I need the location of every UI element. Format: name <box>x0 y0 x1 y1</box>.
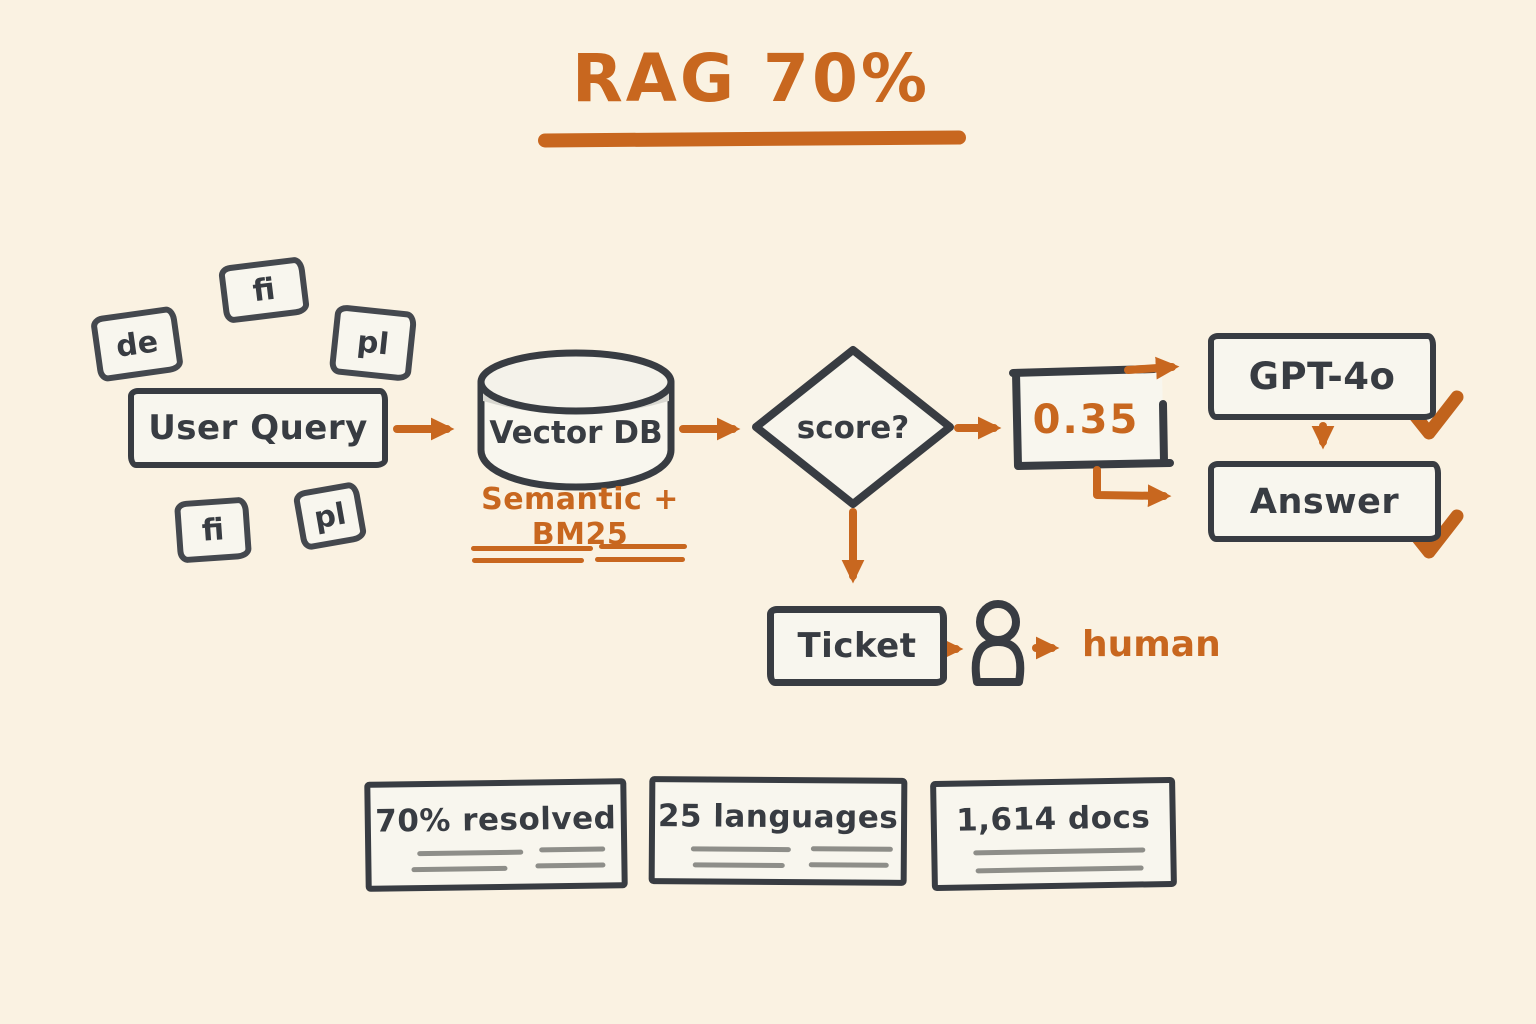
page-title: RAG 70% <box>571 40 931 117</box>
stat-placeholder-line <box>539 846 606 853</box>
stat-placeholder-line <box>417 849 524 857</box>
stat-placeholder-line <box>810 846 893 852</box>
language-tag-label: de <box>113 323 161 365</box>
stat-card-docs: 1,614 docs <box>930 776 1177 892</box>
stat-placeholder-line <box>535 862 606 869</box>
answer-label: Answer <box>1249 481 1400 522</box>
stat-placeholder-line <box>975 865 1144 874</box>
stat-placeholder-line <box>411 865 508 873</box>
stat-placeholder-line <box>808 862 889 868</box>
retrieval-underline <box>472 558 584 563</box>
language-tag-de: de <box>89 305 185 383</box>
arrow-threshold-to-model <box>1124 356 1180 380</box>
human-label: human <box>1082 624 1221 665</box>
person-icon <box>971 600 1025 686</box>
stat-label: 70% resolved <box>374 800 617 840</box>
stat-placeholder-line <box>690 846 791 853</box>
vector-db-label: Vector DB <box>489 415 663 451</box>
stat-placeholder-line <box>692 862 785 869</box>
retrieval-underline <box>471 546 593 551</box>
language-tag-pl-top: pl <box>328 303 418 383</box>
ticket-label: Ticket <box>797 626 917 666</box>
stat-placeholder-line <box>973 847 1146 856</box>
stat-card-languages: 25 languages <box>648 776 908 886</box>
stat-card-resolved: 70% resolved <box>364 778 628 892</box>
ticket-node: Ticket <box>767 606 947 686</box>
language-tag-fi-top: fi <box>217 255 311 325</box>
retrieval-method-label: Semantic + BM25 <box>481 482 679 552</box>
model-node: GPT-4o <box>1208 333 1436 420</box>
language-tag-label: pl <box>355 323 391 363</box>
user-query-label: User Query <box>148 408 368 448</box>
stat-label: 1,614 docs <box>955 799 1151 839</box>
title-underline <box>537 130 967 148</box>
decision-label: score? <box>796 410 910 446</box>
user-query-node: User Query <box>128 388 388 468</box>
answer-node: Answer <box>1208 461 1441 542</box>
language-tag-label: fi <box>250 271 278 309</box>
model-label: GPT-4o <box>1248 355 1396 398</box>
language-tag-label: pl <box>311 496 349 536</box>
arrow-threshold-to-answer <box>1093 466 1172 508</box>
language-tag-label: fi <box>200 511 226 549</box>
threshold-value: 0.35 <box>1032 397 1140 443</box>
retrieval-underline <box>599 544 687 549</box>
retrieval-underline <box>595 557 685 562</box>
language-tag-pl-bottom: pl <box>292 480 368 552</box>
language-tag-fi-bottom: fi <box>173 496 253 564</box>
stat-label: 25 languages <box>657 798 899 836</box>
